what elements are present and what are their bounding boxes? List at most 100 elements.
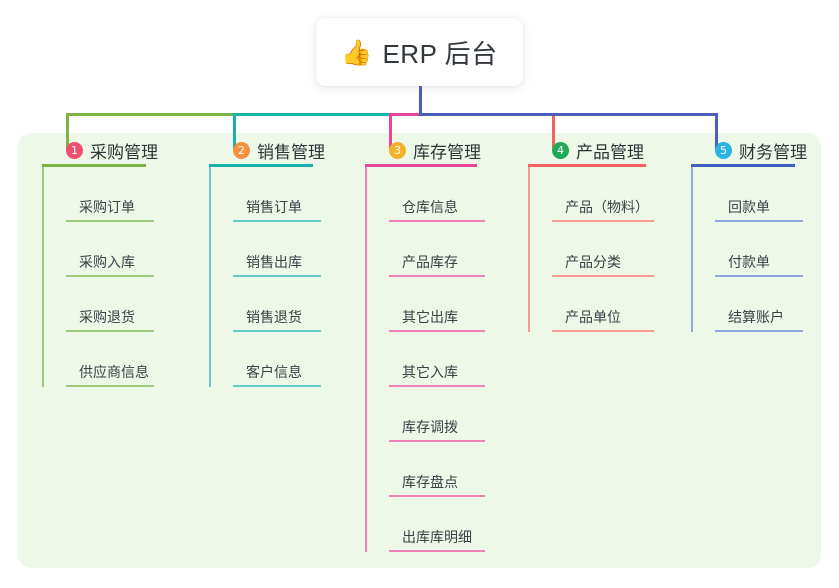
branch-item[interactable]: 回款单: [715, 167, 803, 222]
branch-number-badge: 4: [552, 141, 569, 159]
branch-header-label: 产品管理: [576, 142, 644, 162]
branch-item-rule: [389, 385, 485, 387]
branch-item-rule: [66, 275, 154, 277]
branch-header-2[interactable]: 2 销售管理: [209, 133, 325, 167]
branch-item[interactable]: 供应商信息: [66, 332, 154, 387]
branch-item-label: 产品单位: [565, 309, 621, 325]
branch-item-label: 销售订单: [246, 199, 302, 215]
branch-item-rule: [552, 330, 654, 332]
branch-item-label: 回款单: [728, 199, 770, 215]
branch-header-5[interactable]: 5 财务管理: [691, 133, 807, 167]
branch-spine: [365, 167, 367, 552]
branch-spine: [528, 167, 530, 332]
root-node-title: ERP 后台: [382, 38, 498, 69]
branch-item[interactable]: 销售订单: [233, 167, 321, 222]
branch-item[interactable]: 结算账户: [715, 277, 803, 332]
branch-item-rule: [233, 385, 321, 387]
branch-header-1[interactable]: 1 采购管理: [42, 133, 158, 167]
branch-item-label: 付款单: [728, 254, 770, 270]
branch-header-4[interactable]: 4 产品管理: [528, 133, 646, 167]
branch-item-label: 其它出库: [402, 309, 458, 325]
branch-item-rule: [66, 220, 154, 222]
branch-item[interactable]: 其它入库: [389, 332, 485, 387]
branch-item[interactable]: 产品分类: [552, 222, 654, 277]
branch-item[interactable]: 产品单位: [552, 277, 654, 332]
branch-item-rule: [715, 220, 803, 222]
branch-item-list: 销售订单销售出库销售退货客户信息: [209, 167, 321, 387]
branch-item[interactable]: 出库库明细: [389, 497, 485, 552]
branch-item-label: 库存盘点: [402, 474, 458, 490]
branch-header-3[interactable]: 3 库存管理: [365, 133, 481, 167]
branch-header-label: 采购管理: [90, 142, 158, 162]
branch-item-rule: [389, 220, 485, 222]
branch-item-rule: [233, 220, 321, 222]
thumbs-up-icon: 👍: [341, 37, 373, 67]
branch-item[interactable]: 付款单: [715, 222, 803, 277]
branch-item-rule: [552, 220, 654, 222]
branch-item-label: 产品（物料）: [565, 199, 649, 215]
branch-header-label: 财务管理: [739, 142, 807, 162]
connector-bar-segment: [552, 113, 718, 116]
branch-item[interactable]: 产品库存: [389, 222, 485, 277]
branch-item[interactable]: 采购退货: [66, 277, 154, 332]
branch-item-label: 采购订单: [79, 199, 135, 215]
branch-item[interactable]: 库存调拨: [389, 387, 485, 442]
connector-bar-segment: [233, 113, 392, 116]
branch-item-rule: [552, 275, 654, 277]
branch-header-rule: [691, 164, 795, 167]
branch-column-1: 1 采购管理采购订单采购入库采购退货供应商信息: [42, 133, 158, 387]
root-connector-stem: [419, 86, 422, 116]
branch-item[interactable]: 销售出库: [233, 222, 321, 277]
branch-number-badge: 1: [66, 141, 83, 159]
branch-item-label: 结算账户: [728, 309, 784, 325]
branch-header-label: 销售管理: [257, 142, 325, 162]
connector-bar-root-segment: [419, 113, 718, 116]
branch-item-label: 客户信息: [246, 364, 302, 380]
branch-number-badge: 2: [233, 141, 250, 159]
branch-item-label: 采购入库: [79, 254, 135, 270]
branch-item-rule: [389, 440, 485, 442]
branch-item-label: 供应商信息: [79, 364, 149, 380]
branch-item[interactable]: 库存盘点: [389, 442, 485, 497]
branch-header-rule: [42, 164, 146, 167]
branch-spine: [691, 167, 693, 332]
branch-item-rule: [715, 275, 803, 277]
branch-item[interactable]: 其它出库: [389, 277, 485, 332]
branch-item-rule: [389, 275, 485, 277]
root-node-card[interactable]: 👍 ERP 后台: [316, 18, 523, 86]
branch-item[interactable]: 销售退货: [233, 277, 321, 332]
branch-item-label: 其它入库: [402, 364, 458, 380]
branch-number-badge: 3: [389, 141, 406, 159]
branch-number-badge: 5: [715, 141, 732, 159]
branch-item[interactable]: 产品（物料）: [552, 167, 654, 222]
branch-item[interactable]: 客户信息: [233, 332, 321, 387]
branch-item-label: 出库库明细: [402, 529, 472, 545]
branch-item-rule: [389, 330, 485, 332]
branch-item-rule: [66, 330, 154, 332]
connector-bar-segment: [66, 113, 236, 116]
branch-item-label: 销售出库: [246, 254, 302, 270]
branch-column-3: 3 库存管理仓库信息产品库存其它出库其它入库库存调拨库存盘点出库库明细: [365, 133, 485, 552]
branch-spine: [209, 167, 211, 387]
branch-item-list: 采购订单采购入库采购退货供应商信息: [42, 167, 154, 387]
branch-item-rule: [66, 385, 154, 387]
branch-item-label: 产品库存: [402, 254, 458, 270]
branch-item[interactable]: 仓库信息: [389, 167, 485, 222]
branch-item-list: 回款单付款单结算账户: [691, 167, 803, 332]
branch-header-label: 库存管理: [413, 142, 481, 162]
branch-spine: [42, 167, 44, 387]
branch-item-rule: [715, 330, 803, 332]
branch-item[interactable]: 采购订单: [66, 167, 154, 222]
branch-item-label: 仓库信息: [402, 199, 458, 215]
connector-bar-segment: [389, 113, 555, 116]
branch-column-5: 5 财务管理回款单付款单结算账户: [691, 133, 807, 332]
branch-column-2: 2 销售管理销售订单销售出库销售退货客户信息: [209, 133, 325, 387]
branch-item[interactable]: 采购入库: [66, 222, 154, 277]
branch-header-rule: [528, 164, 646, 167]
branch-column-4: 4 产品管理产品（物料） 产品分类产品单位: [528, 133, 654, 332]
branch-item-rule: [389, 495, 485, 497]
branch-header-rule: [209, 164, 313, 167]
branch-item-rule: [233, 275, 321, 277]
branch-header-rule: [365, 164, 477, 167]
